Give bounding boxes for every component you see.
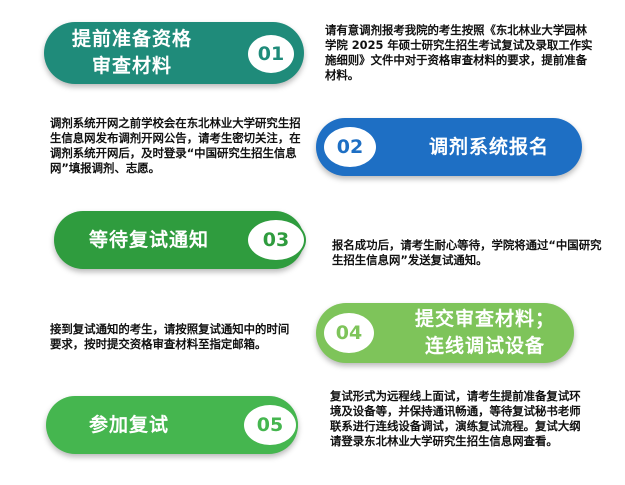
step-04-title: 提交审查材料； 连线调试设备 [414, 308, 555, 357]
step-02-description: 调剂系统开网之前学校会在东北林业大学研究生招生信息网发布调剂开网公告，请考生密切… [50, 116, 301, 175]
step-02-title: 调剂系统报名 [428, 135, 549, 158]
step-05-number: 05 [242, 403, 298, 447]
step-05-title: 参加复试 [88, 413, 169, 436]
step-01-number: 01 [246, 33, 296, 75]
step-01-description: 请有意调剂报考我院的考生按照《东北林业大学园林学院 2025 年硕士研究生招生考… [325, 23, 593, 82]
step-03-number: 03 [246, 218, 306, 262]
step-02-number: 02 [322, 125, 378, 169]
step-05-description: 复试形式为远程线上面试，请考生提前准备复试环境及设备等，并保持通讯畅通，等待复试… [330, 389, 581, 448]
step-04-number: 04 [322, 311, 376, 355]
step-03-title: 等待复试通知 [88, 228, 209, 251]
step-03-description: 报名成功后，请考生耐心等待，学院将通过“中国研究生招生信息网”发送复试通知。 [332, 238, 602, 267]
step-04-description: 接到复试通知的考生，请按照复试通知中的时间要求，按时提交资格审查材料至指定邮箱。 [50, 322, 290, 351]
step-01-title: 提前准备资格 审查材料 [71, 28, 192, 77]
